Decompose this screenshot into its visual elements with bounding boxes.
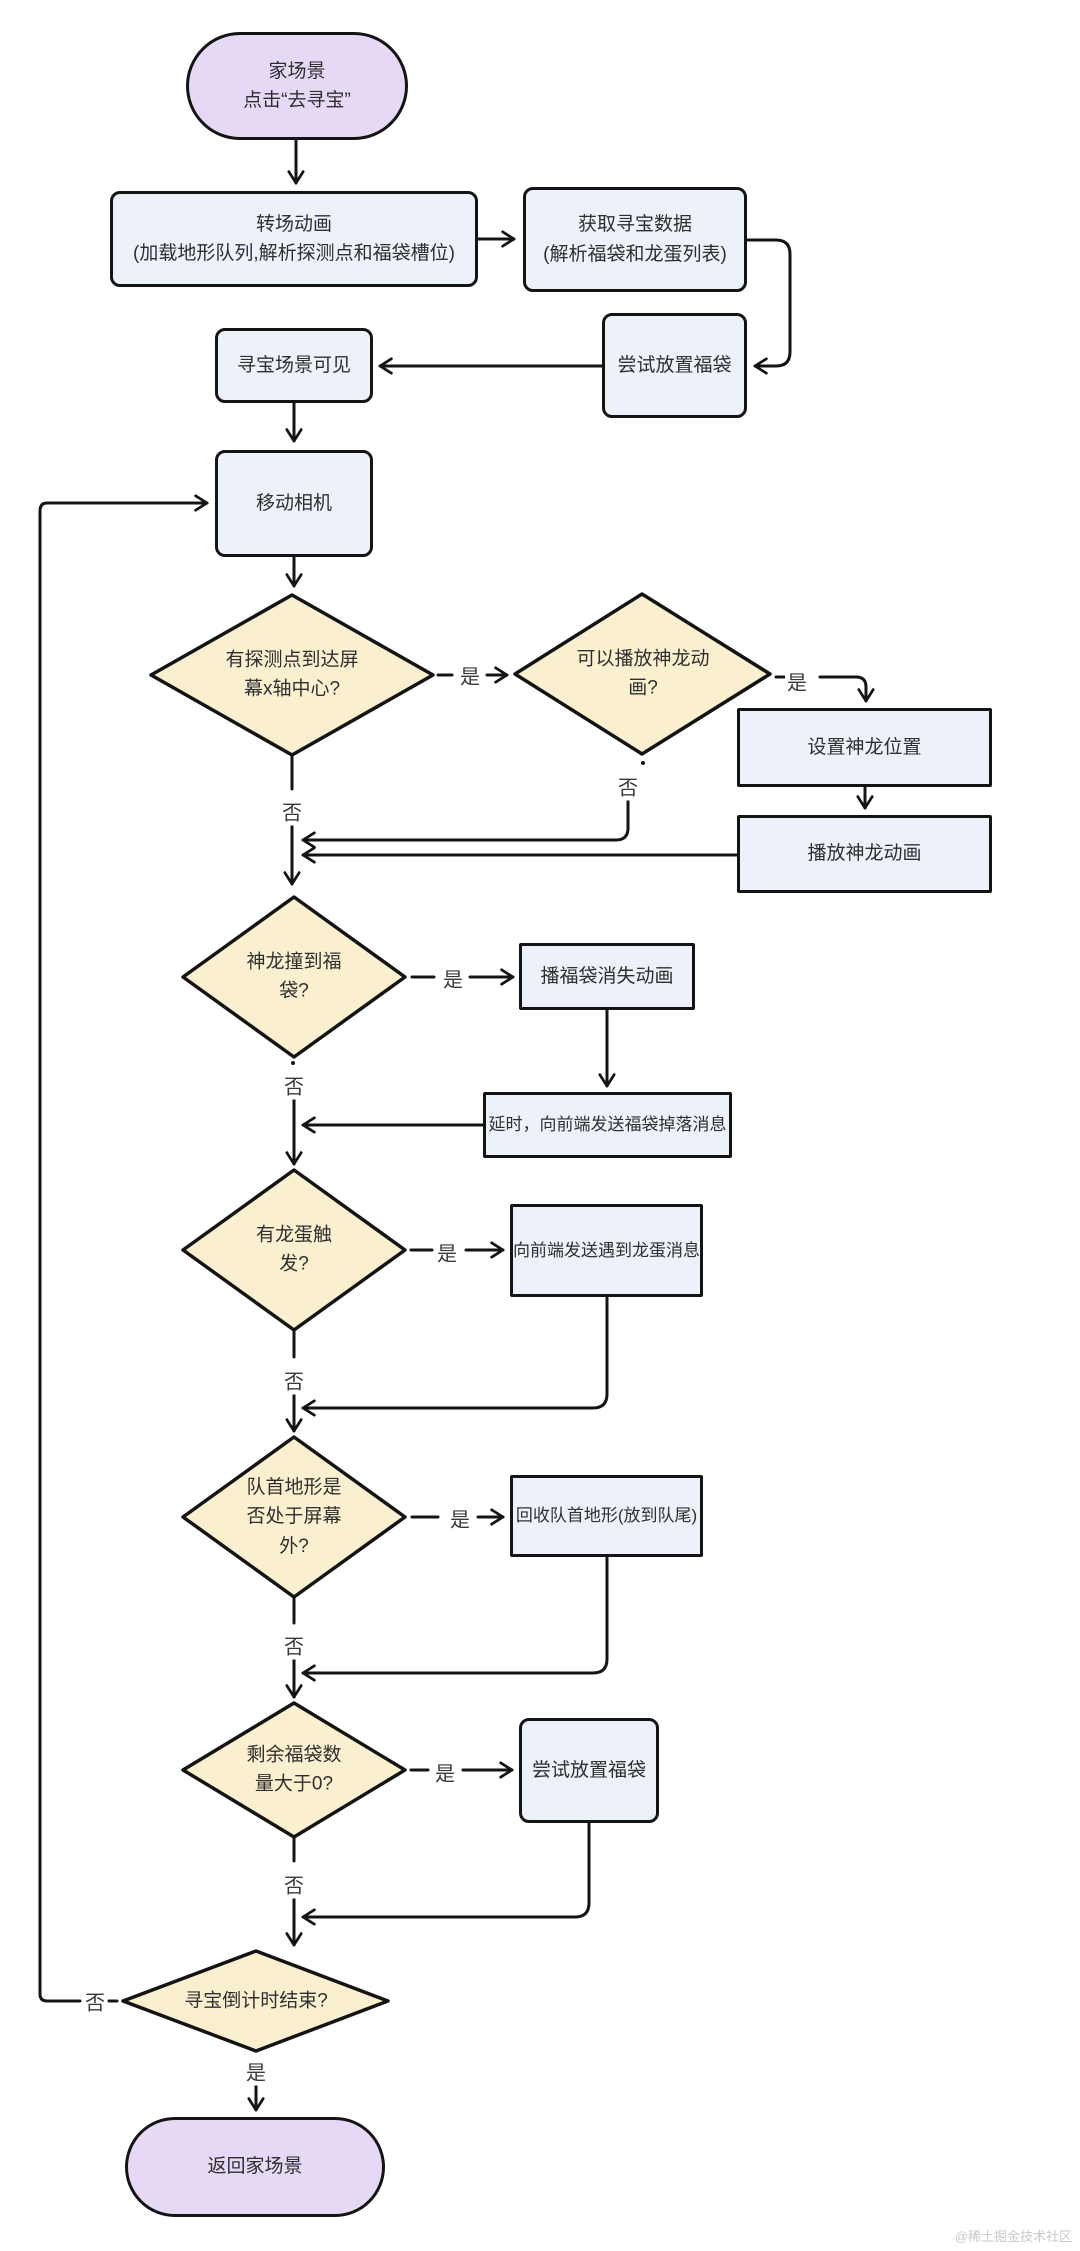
process-fetch-treasure-data: 获取寻宝数据 (解析福袋和龙蛋列表) [523, 187, 747, 292]
edge-d3-no-dot [291, 1061, 295, 1065]
process-try-place-bag-1: 尝试放置福袋 [602, 313, 747, 418]
decision-countdown-shape [121, 1949, 390, 2053]
decision-dragon-hit-bag-shape [181, 895, 407, 1059]
process-play-bag-vanish: 播福袋消失动画 [519, 943, 695, 1010]
edge-label-d4-no: 否 [282, 1365, 306, 1395]
edge-d2-no [301, 797, 630, 849]
decision-head-terrain-shape [181, 1435, 407, 1599]
watermark-text: @稀土掘金技术社区 [954, 2229, 1072, 2244]
edge-tryplace2-merge [301, 1821, 591, 1926]
edge-label-d3-yes: 是 [441, 963, 465, 993]
edge-label-d2-yes: 是 [785, 666, 809, 696]
process-move-camera: 移动相机 [215, 450, 373, 557]
edge-label-d7-yes: 是 [244, 2056, 268, 2086]
decision-countdown-label: 寻宝倒计时结束? [184, 1990, 328, 2012]
process-play-dragon-animation: 播放神龙动画 [737, 815, 992, 893]
edge-label-d6-no: 否 [282, 1869, 306, 1899]
process-scene-visible: 寻宝场景可见 [215, 328, 373, 403]
process-delay-send-drop-msg: 延时，向前端发送福袋掉落消息 [483, 1092, 732, 1158]
edge-d7-no-loop [38, 494, 209, 2003]
process-try-place-bag-2: 尝试放置福袋 [519, 1718, 659, 1823]
decision-can-play-dragon-label: 可以播放神龙动 画? [576, 648, 710, 699]
decision-can-play-dragon-shape [513, 592, 772, 756]
edge-fetch-tryplace1 [745, 238, 792, 375]
decision-dragon-hit-bag-label: 神龙撞到福 袋? [246, 951, 342, 1002]
decision-probe-center-shape [149, 593, 435, 757]
process-set-dragon-position: 设置神龙位置 [737, 708, 992, 787]
decision-egg-triggered-label: 有龙蛋触 发? [255, 1224, 332, 1275]
edge-label-d6-yes: 是 [433, 1757, 457, 1787]
edge-d2-yes [818, 675, 875, 703]
edge-label-d1-yes: 是 [458, 660, 482, 690]
decision-head-terrain-label: 队首地形是 否处于屏幕 外? [246, 1476, 342, 1557]
edge-label-d4-yes: 是 [435, 1237, 459, 1267]
process-transition-animation: 转场动画 (加载地形队列,解析探测点和福袋槽位) [110, 191, 478, 287]
process-send-egg-msg: 向前端发送遇到龙蛋消息 [510, 1204, 703, 1297]
edge-egg-merge [301, 1295, 609, 1417]
edge-recycle-merge [301, 1555, 609, 1682]
edge-label-d3-no: 否 [282, 1070, 306, 1100]
edge-label-d2-no: 否 [616, 771, 640, 801]
edge-d2-no-dot [641, 761, 645, 765]
edge-label-d1-no: 否 [280, 796, 304, 826]
edge-label-d5-yes: 是 [448, 1503, 472, 1533]
decision-probe-center-label: 有探测点到达屏 幕x轴中心? [225, 649, 359, 700]
edge-label-d7-no: 否 [83, 1986, 107, 2016]
process-recycle-head-terrain: 回收队首地形(放到队尾) [510, 1475, 703, 1557]
edge-label-d5-no: 否 [282, 1630, 306, 1660]
end-terminal: 返回家场景 [125, 2117, 385, 2217]
decision-egg-triggered-shape [181, 1168, 407, 1332]
decision-bags-remaining-shape [181, 1701, 407, 1839]
decision-bags-remaining-label: 剩余福袋数 量大于0? [246, 1744, 342, 1795]
start-terminal: 家场景 点击“去寻宝” [186, 32, 408, 140]
